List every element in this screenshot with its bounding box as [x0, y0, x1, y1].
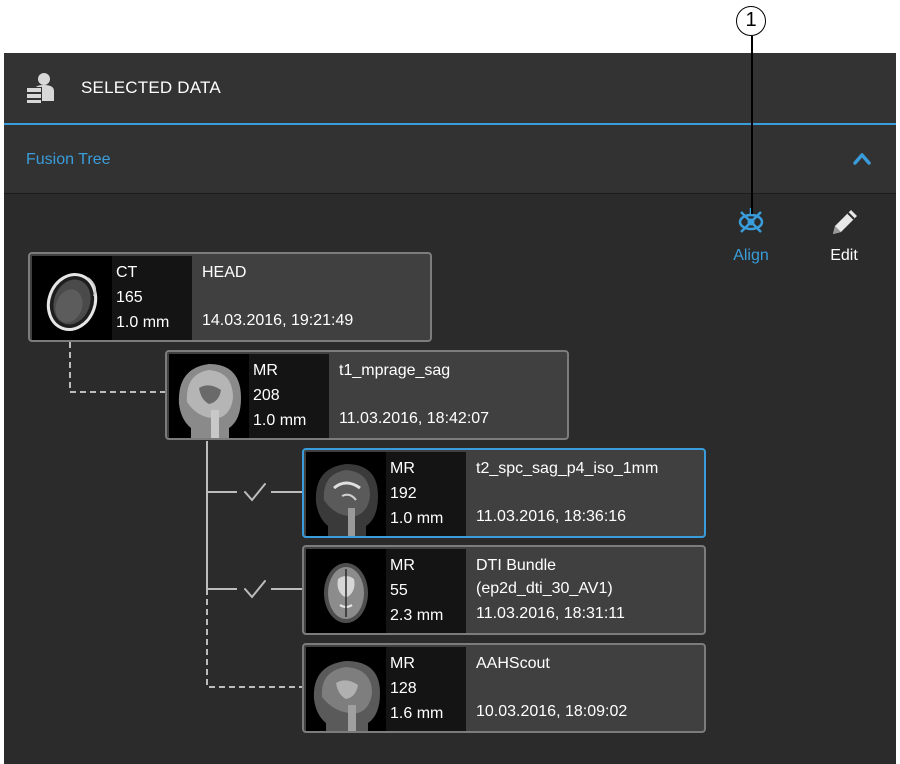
series-thumbnail: [169, 354, 249, 438]
callout-marker: 1: [736, 6, 766, 36]
series-slice-thickness: 1.0 mm: [253, 412, 307, 429]
header-divider: [4, 123, 896, 125]
series-image-count: 165: [116, 289, 143, 306]
series-slice-thickness: 1.6 mm: [390, 705, 444, 722]
series-thumbnail: [306, 452, 386, 536]
series-modality: MR: [253, 362, 278, 379]
mr-axial-image: [324, 563, 368, 623]
series-meta: MR 208 1.0 mm: [249, 354, 329, 438]
panel-title: SELECTED DATA: [81, 78, 221, 97]
series-card-t2-spc-sag[interactable]: MR 192 1.0 mm t2_spc_sag_p4_iso_1mm 11.0…: [302, 448, 706, 538]
pencil-icon: [833, 210, 857, 234]
series-image-count: 192: [390, 485, 417, 502]
series-modality: CT: [116, 264, 138, 281]
series-slice-thickness: 1.0 mm: [116, 314, 170, 331]
series-slice-thickness: 2.3 mm: [390, 607, 444, 624]
series-image-count: 128: [390, 680, 417, 697]
series-meta: MR 55 2.3 mm: [386, 549, 466, 633]
section-title: Fusion Tree: [26, 151, 111, 168]
edit-label: Edit: [830, 247, 858, 264]
patient-data-icon: [26, 73, 54, 103]
series-date: 11.03.2016, 18:36:16: [476, 508, 627, 525]
series-image-count: 208: [253, 387, 280, 404]
series-date: 14.03.2016, 19:21:49: [202, 312, 354, 329]
series-thumbnail: [306, 549, 386, 633]
fusion-tree-section-header[interactable]: Fusion Tree: [4, 125, 896, 194]
edit-button[interactable]: Edit: [812, 205, 876, 265]
series-slice-thickness: 1.0 mm: [390, 510, 444, 527]
series-thumbnail: [32, 256, 112, 340]
ct-head-image: [46, 273, 98, 331]
panel-header: SELECTED DATA: [4, 53, 896, 123]
series-date: 10.03.2016, 18:09:02: [476, 703, 628, 720]
series-image-count: 55: [390, 582, 408, 599]
series-name: HEAD: [202, 264, 247, 281]
mr-sagittal-image: [178, 364, 241, 438]
series-card-t1-mprage-sag[interactable]: MR 208 1.0 mm t1_mprage_sag 11.03.2016, …: [165, 350, 569, 440]
series-date: 11.03.2016, 18:31:11: [476, 605, 625, 622]
series-modality: MR: [390, 655, 415, 672]
selected-data-panel: SELECTED DATA Fusion Tree Align Edit: [4, 53, 896, 764]
series-modality: MR: [390, 557, 415, 574]
series-date: 11.03.2016, 18:42:07: [339, 410, 490, 427]
series-card-ct-head[interactable]: CT 165 1.0 mm HEAD 14.03.2016, 19:21:49: [28, 252, 432, 342]
series-meta: CT 165 1.0 mm: [112, 256, 192, 340]
series-meta: MR 128 1.6 mm: [386, 647, 466, 731]
mr-sagittal-image: [315, 464, 378, 536]
series-thumbnail: [306, 647, 386, 731]
callout-leader-line: [751, 36, 753, 214]
series-name: t1_mprage_sag: [339, 362, 451, 379]
series-card-dti-bundle[interactable]: MR 55 2.3 mm DTI Bundle (ep2d_dti_30_AV1…: [302, 545, 706, 635]
series-card-aahscout[interactable]: MR 128 1.6 mm AAHScout 10.03.2016, 18:09…: [302, 643, 706, 733]
series-modality: MR: [390, 460, 415, 477]
mr-sagittal-image: [313, 661, 380, 731]
chevron-up-icon[interactable]: [852, 151, 872, 165]
tree-connectors: [69, 342, 303, 688]
series-name-line2: (ep2d_dti_30_AV1): [476, 580, 613, 597]
align-label: Align: [733, 247, 769, 264]
series-meta: MR 192 1.0 mm: [386, 452, 466, 536]
series-name: DTI Bundle: [476, 557, 557, 574]
series-name: t2_spc_sag_p4_iso_1mm: [476, 460, 659, 477]
series-name: AAHScout: [476, 655, 550, 672]
